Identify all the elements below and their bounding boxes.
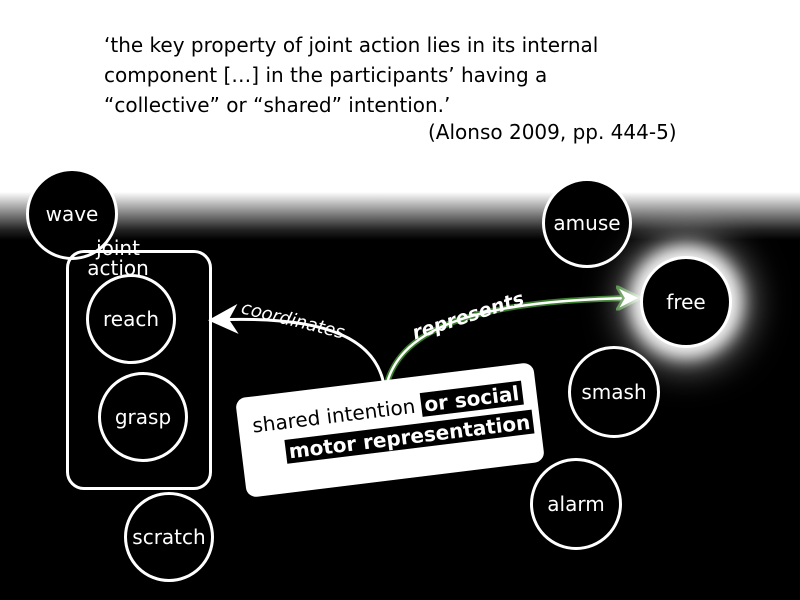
quote-text: ‘the key property of joint action lies i… [104,30,664,120]
quote-line-2: component […] in the participants’ havin… [104,63,548,87]
joint-action-label-line-2: action [87,256,149,280]
node-smash-label: smash [581,380,647,404]
joint-action-label: joint action [70,238,166,278]
node-grasp-label: grasp [114,405,172,429]
node-scratch: scratch [124,492,214,582]
node-alarm-label: alarm [547,492,605,516]
node-free-label: free [666,290,706,314]
node-wave-label: wave [45,202,99,226]
quote-line-1: ‘the key property of joint action lies i… [104,33,599,57]
node-grasp: grasp [98,372,188,462]
joint-action-group [66,250,212,490]
quote-citation: (Alonso 2009, pp. 444-5) [428,120,677,144]
node-reach-label: reach [102,307,159,331]
joint-action-label-line-1: joint [96,236,140,260]
node-free: free [640,256,732,348]
represents-arrow [383,298,636,393]
node-amuse-label: amuse [553,211,621,235]
node-reach: reach [86,274,176,364]
quote-line-3: “collective” or “shared” intention.’ [104,93,451,117]
coordinates-arrow [208,303,387,393]
node-scratch-label: scratch [132,525,206,549]
node-amuse: amuse [542,178,632,268]
node-alarm: alarm [530,458,622,550]
node-smash: smash [568,346,660,438]
